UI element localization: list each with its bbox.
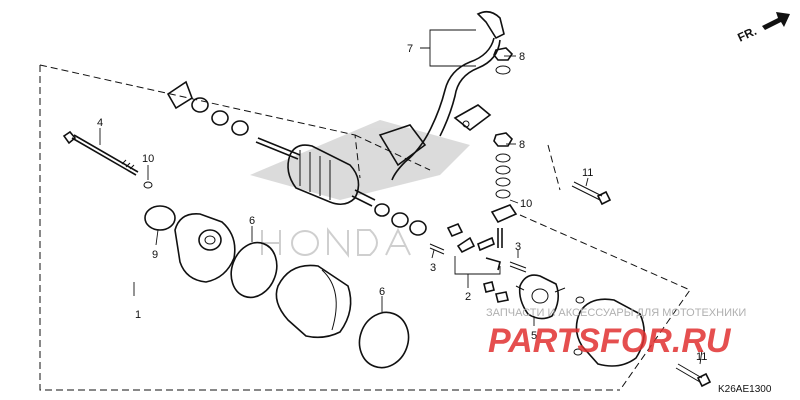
terminal-parts	[429, 222, 585, 304]
callout-6a: 6	[249, 215, 255, 227]
front-direction-arrow: FR.	[735, 12, 790, 45]
svg-text:PARTSFOR.RU: PARTSFOR.RU	[488, 322, 732, 360]
callout-3a: 3	[430, 262, 436, 274]
callout-11b: 11	[696, 351, 707, 363]
callout-10a: 10	[142, 153, 154, 165]
site-watermark: ЗАПЧАСТИ И АКСЕССУАРЫ ДЛЯ МОТОТЕХНИКИ PA…	[486, 307, 746, 360]
callout-3b: 3	[515, 241, 521, 253]
leader-lines	[99, 29, 703, 365]
callout-6b: 6	[379, 286, 385, 298]
bolt-11-lower	[675, 363, 712, 388]
callout-7: 7	[407, 43, 413, 55]
honda-watermark	[250, 120, 470, 258]
assembly-outline	[39, 64, 691, 391]
starter-cable	[378, 10, 505, 181]
watermark-site-part3: .RU	[672, 322, 732, 360]
callout-5: 5	[531, 330, 537, 342]
callout-8b: 8	[519, 139, 525, 151]
nut-washer-stack	[490, 47, 518, 224]
o-ring-front	[230, 241, 278, 299]
bolt-11-upper	[571, 181, 612, 206]
o-ring-rear	[358, 311, 410, 369]
washer-10	[143, 181, 153, 189]
armature	[255, 137, 376, 207]
callout-9: 9	[152, 249, 158, 261]
callout-10b: 10	[520, 198, 532, 210]
callout-4: 4	[97, 117, 103, 129]
callout-1: 1	[135, 309, 141, 321]
callouts: 1 2 3 3 4 5 6 6 7 8 8 9 10 10 11 11	[97, 43, 707, 363]
callout-2: 2	[465, 291, 471, 303]
direction-label: FR.	[735, 24, 758, 45]
o-ring	[144, 205, 176, 231]
rear-cover	[573, 298, 645, 367]
watermark-site-part2: FOR	[600, 322, 672, 360]
front-cover	[174, 213, 236, 283]
long-bolt	[62, 130, 139, 176]
callout-11a: 11	[582, 167, 593, 179]
watermark-site-part1: PARTS	[488, 322, 600, 360]
brush-holder	[515, 274, 566, 320]
rear-washers	[374, 203, 427, 236]
arrow-icon	[762, 12, 790, 30]
yoke	[275, 264, 352, 339]
callout-8a: 8	[519, 51, 525, 63]
diagram-code: K26AE1300	[718, 384, 772, 395]
watermark-tagline: ЗАПЧАСТИ И АКСЕССУАРЫ ДЛЯ МОТОТЕХНИКИ	[486, 307, 746, 319]
front-washers	[166, 80, 249, 136]
